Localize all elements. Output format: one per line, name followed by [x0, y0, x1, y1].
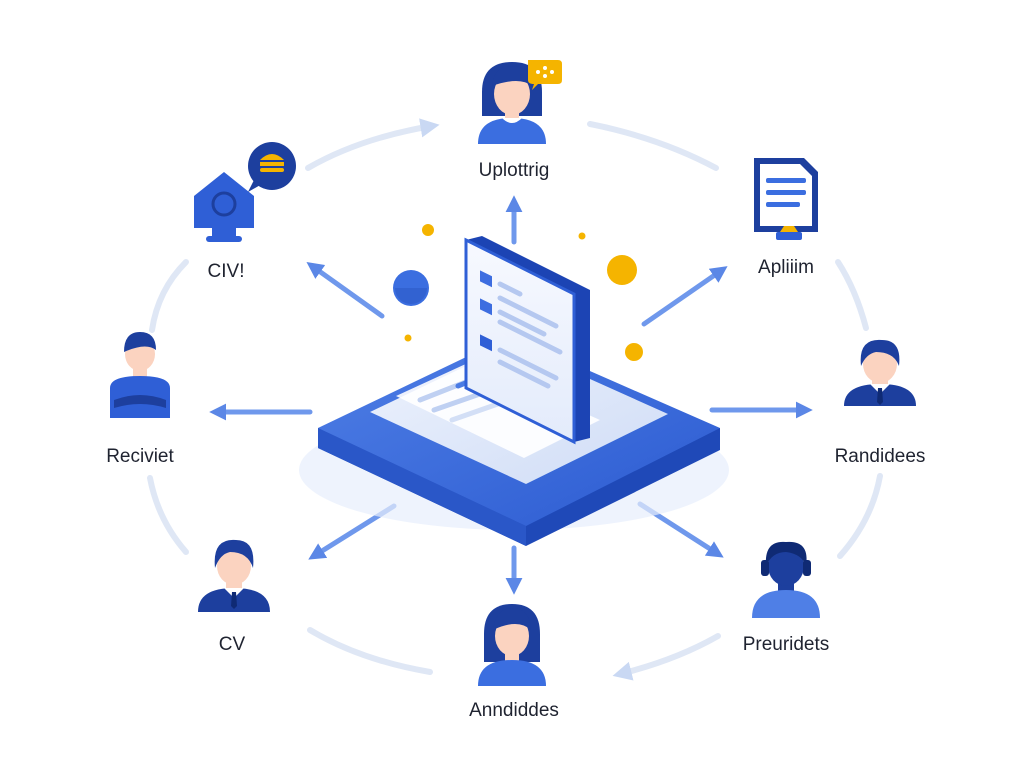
cv-screen-icon: [464, 236, 590, 445]
document-folder-icon: [754, 158, 818, 240]
decorative-dots: [393, 224, 643, 361]
user-arms-crossed-icon: [110, 332, 170, 418]
node-label-left: Reciviet: [106, 446, 174, 467]
node-label-top: Uplottrig: [479, 160, 550, 181]
node-label-top-right: Apliiim: [758, 257, 814, 278]
male-user-tie-icon: [844, 339, 916, 406]
node-label-bottom-right: Preuridets: [743, 634, 830, 655]
node-label-right: Randidees: [835, 446, 926, 467]
female-user-icon: [478, 604, 546, 686]
house-chat-icon: [194, 142, 296, 242]
node-label-bottom: Anndiddes: [469, 700, 559, 721]
female-user-chat-icon: [478, 60, 562, 144]
male-user-tie-icon: [198, 539, 270, 612]
arrow-to-top-right: [641, 266, 728, 327]
node-label-bottom-left: CV: [219, 634, 246, 655]
user-headset-icon: [752, 541, 820, 618]
arrow-to-top-left: [306, 262, 385, 319]
outer-ring: [147, 118, 883, 681]
node-label-top-left: CIV!: [208, 261, 245, 282]
